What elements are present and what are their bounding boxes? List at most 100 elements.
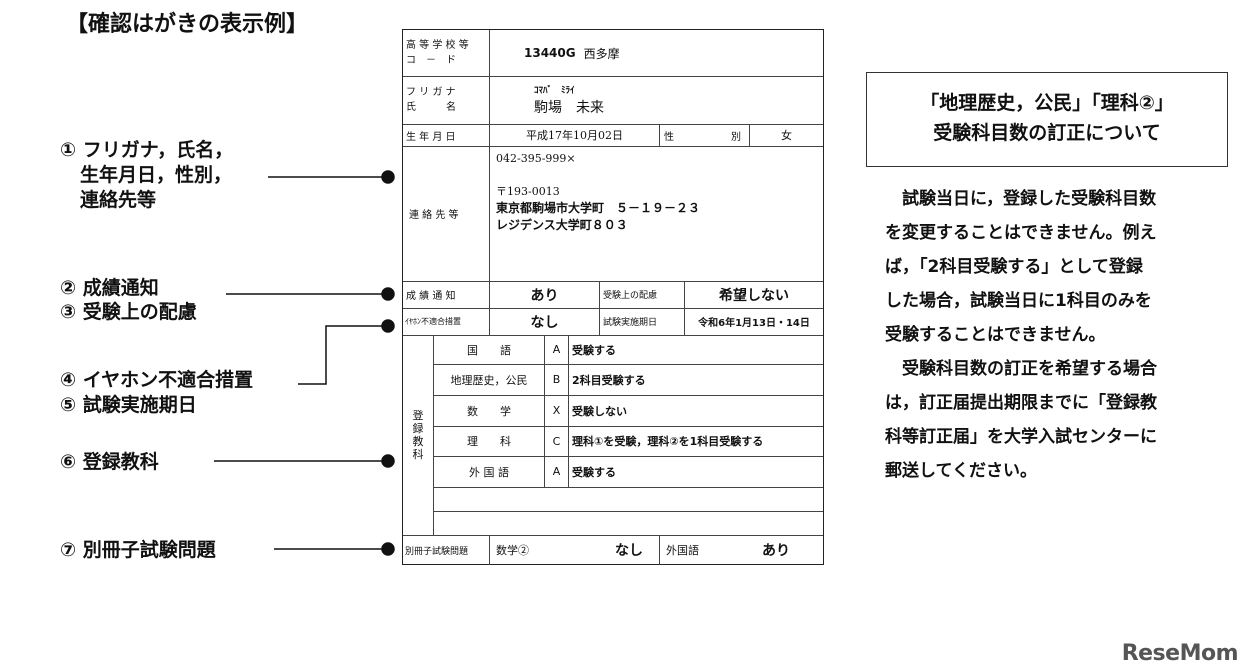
callout-7-number: ⑦ [60, 539, 77, 561]
math2-label: 数学② [489, 535, 659, 565]
callout-6: ⑥ 登録教科 [60, 450, 159, 475]
leader-line-4 [298, 325, 385, 385]
callout-5-number: ⑤ [60, 394, 77, 416]
subject-status: 受験しない [568, 395, 823, 426]
callout-4: ④ イヤホン不適合措置 [60, 368, 253, 393]
resemom-logo: ReseMom [1121, 641, 1239, 666]
foreign-value: あり [762, 543, 790, 559]
subjects-label: 登 録 教 科 [403, 335, 433, 536]
address-line-2: レジデンス大学町８０３ [496, 218, 628, 232]
notice-line: 科等訂正届」を大学入試センターに [885, 427, 1157, 447]
callout-4-line-1: イヤホン不適合措置 [82, 369, 254, 391]
earphone-value: なし [489, 308, 599, 335]
subject-code: C [544, 426, 568, 456]
subject-code: A [544, 335, 568, 364]
school-code-row: 高 等 学 校 等 コ － ド 13440G 西多摩 [403, 30, 823, 77]
subject-row: 国 語 A 受験する [434, 335, 823, 365]
subject-row: 理 科 C 理科①を受験，理科②を1科目受験する [434, 426, 823, 457]
birth-label: 生 年 月 日 [406, 131, 456, 143]
name-row: フ リ ガ ナ 氏 名 ｺﾏﾊﾞ ﾐﾗｲ 駒場 未来 [403, 76, 823, 125]
subject-name: 国 語 [467, 343, 511, 357]
subjects-label-char-2: 録 [412, 422, 424, 435]
earphone-row: ｲﾔﾎﾝ不適合措置 なし 試験実施期日 令和6年1月13日・14日 [403, 308, 823, 336]
leader-dot-4 [381, 319, 395, 333]
leader-dot-1 [381, 170, 395, 184]
subject-row: 外 国 語 A 受験する [434, 456, 823, 488]
subject-code: A [544, 456, 568, 487]
callout-1-line-3: 連絡先等 [80, 189, 157, 211]
notice-body: 試験当日に，登録した受験科目数 を変更することはできません。例え ば，「2科目受… [885, 182, 1240, 488]
callout-6-number: ⑥ [60, 451, 77, 473]
callout-2-number: ② [60, 277, 77, 299]
consideration-value: 希望しない [684, 281, 823, 308]
callout-3: ③ 受験上の配慮 [60, 300, 197, 325]
score-value: あり [489, 281, 599, 308]
earphone-label: ｲﾔﾎﾝ不適合措置 [405, 317, 461, 326]
notice-heading-box: 「地理歴史，公民」「理科②」 受験科目数の訂正について [866, 72, 1228, 167]
subject-row: 地理歴史，公民 B 2科目受験する [434, 364, 823, 396]
callout-5-line-1: 試験実施期日 [82, 394, 197, 416]
notice-line: 郵送してください。 [885, 461, 1037, 481]
callout-7-line-1: 別冊子試験問題 [82, 539, 216, 561]
subject-name: 地理歴史，公民 [450, 373, 528, 387]
subject-status: 理科①を受験，理科②を1科目受験する [568, 426, 823, 456]
notice-line: は，訂正届提出期限までに「登録教 [885, 393, 1157, 413]
callout-4-number: ④ [60, 369, 77, 391]
notice-line: を変更することはできません。例え [885, 223, 1157, 243]
leader-dot-6 [381, 454, 395, 468]
leader-dot-2 [381, 287, 395, 301]
subject-name: 理 科 [467, 435, 511, 448]
sex-value: 女 [749, 124, 823, 146]
notice-line: 受験科目数の訂正を希望する場合 [885, 359, 1157, 379]
school-code-label-2: コ － ド [406, 55, 456, 66]
subject-row: 数 学 X 受験しない [434, 395, 823, 427]
score-row: 成 績 通 知 あり 受験上の配慮 希望しない [403, 281, 823, 309]
contact-label: 連 絡 先 等 [409, 210, 459, 221]
callout-1: ① フリガナ，氏名， 生年月日，性別， 連絡先等 [60, 138, 233, 213]
school-code-label-1: 高 等 学 校 等 [406, 40, 469, 51]
name-value: 駒場 未来 [534, 100, 604, 116]
subject-row-empty [434, 487, 823, 512]
subject-status: 受験する [568, 335, 823, 364]
subject-status: 2科目受験する [568, 364, 823, 395]
notice-heading-line-2: 受験科目数の訂正について [933, 122, 1161, 144]
callout-1-line-1: フリガナ，氏名， [82, 139, 234, 161]
subject-code: X [544, 395, 568, 426]
subjects-label-char-4: 科 [412, 448, 424, 461]
callout-6-line-1: 登録教科 [82, 451, 159, 473]
subject-name: 数 学 [467, 404, 511, 418]
exam-date-value: 令和6年1月13日・14日 [684, 308, 823, 335]
score-label: 成 績 通 知 [406, 291, 456, 302]
furigana-label-1: フ リ ガ ナ [406, 87, 456, 98]
subject-name: 外 国 語 [469, 465, 509, 479]
consideration-label: 受験上の配慮 [599, 281, 684, 308]
phone-value: 042-395-999× [496, 152, 576, 165]
callout-1-number: ① [60, 139, 77, 161]
furigana-value: ｺﾏﾊﾞ ﾐﾗｲ [534, 86, 575, 96]
callout-2-line-1: 成績通知 [82, 277, 159, 299]
callout-5: ⑤ 試験実施期日 [60, 393, 197, 418]
school-code-value: 13440G [524, 46, 576, 60]
confirmation-postcard: 高 等 学 校 等 コ － ド 13440G 西多摩 フ リ ガ ナ 氏 名 ｺ… [402, 29, 824, 565]
school-name-value: 西多摩 [583, 46, 620, 61]
callout-1-line-2: 生年月日，性別， [80, 164, 233, 186]
notice-heading-line-1: 「地理歴史，公民」「理科②」 [920, 92, 1174, 114]
notice-line: 受験することはできません。 [885, 325, 1106, 345]
callout-7: ⑦ 別冊子試験問題 [60, 538, 216, 563]
birth-value: 平成17年10月02日 [489, 124, 659, 146]
address-line-1: 東京都駒場市大学町 ５－１９－２３ [496, 201, 701, 215]
postal-value: 〒193-0013 [496, 185, 560, 198]
furigana-label-2: 氏 名 [406, 102, 456, 113]
notice-line: ば，「2科目受験する」として登録 [885, 257, 1143, 277]
booklet-row: 別冊子試験問題 数学② なし 外国語 あり [403, 535, 823, 565]
foreign-label: 外国語 [659, 535, 729, 565]
booklet-label: 別冊子試験問題 [405, 546, 469, 557]
subjects-label-char-3: 教 [412, 435, 424, 448]
page-title: 【確認はがきの表示例】 [66, 12, 309, 37]
subjects-table: 国 語 A 受験する 地理歴史，公民 B 2科目受験する 数 学 X 受験しない… [433, 335, 823, 536]
callout-3-number: ③ [60, 301, 77, 323]
callout-3-line-1: 受験上の配慮 [82, 301, 197, 323]
callout-2: ② 成績通知 [60, 276, 159, 301]
notice-line: した場合，試験当日に1科目のみを [885, 291, 1152, 311]
